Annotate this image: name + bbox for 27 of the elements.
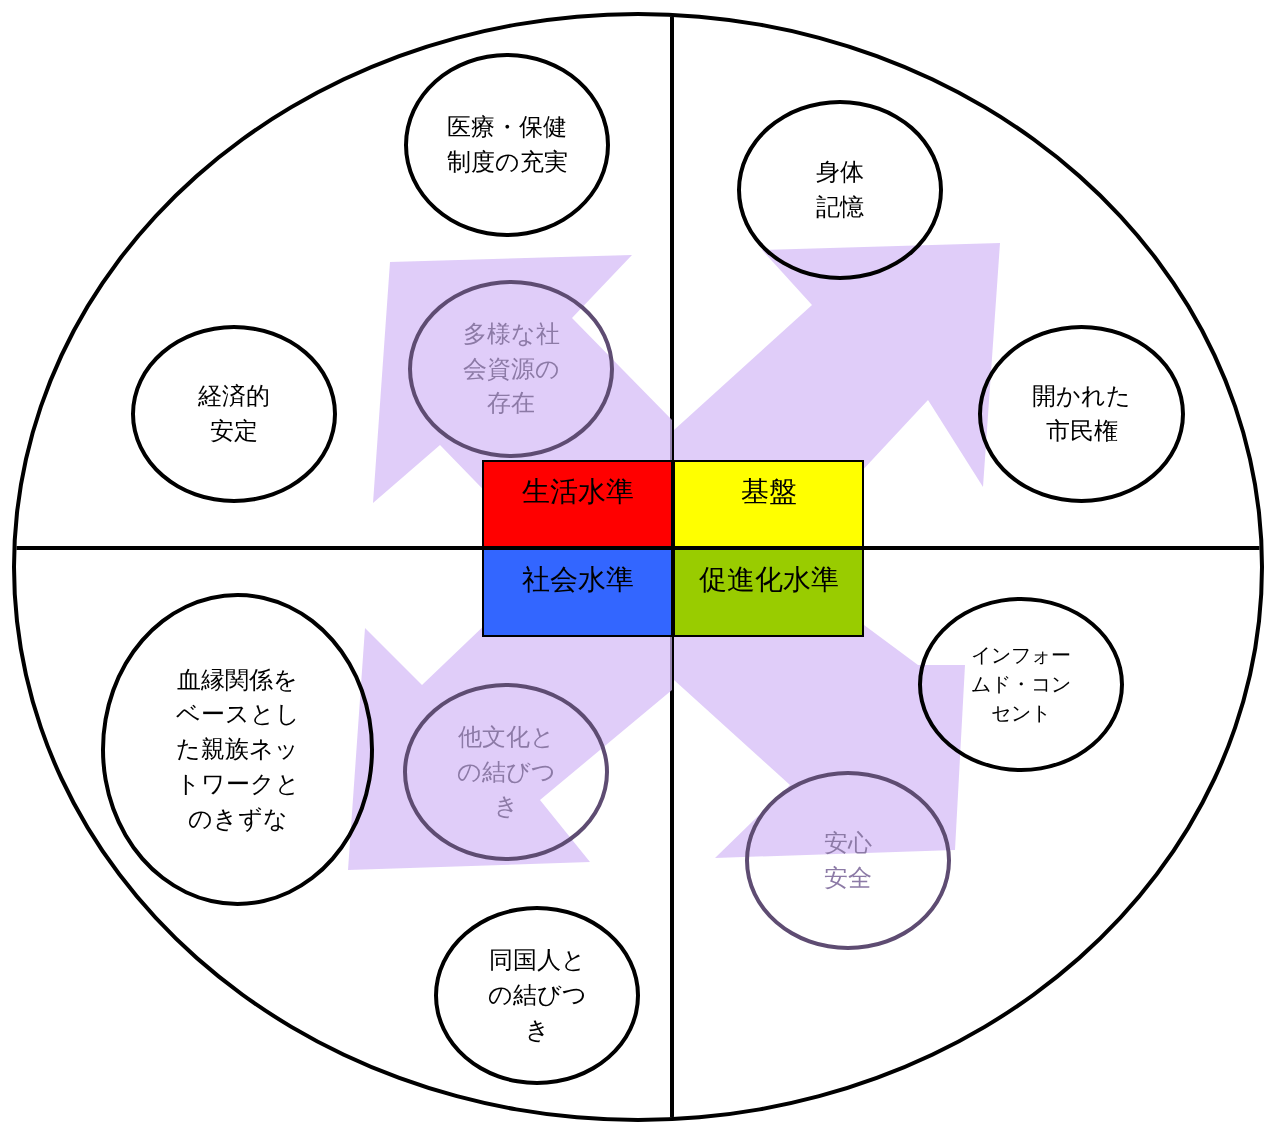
node-label: インフォームド・コンセント <box>970 642 1072 727</box>
node-label: 他文化との結びつき <box>456 721 556 823</box>
concept-circle <box>434 906 640 1085</box>
node-label: 医療・保健制度の充実 <box>445 112 569 178</box>
concept-circle <box>131 325 337 503</box>
node-label: 多様な社会資源の存在 <box>461 318 561 420</box>
concept-circle <box>737 100 943 280</box>
level-box <box>673 548 864 637</box>
concept-circle <box>978 325 1185 503</box>
level-box <box>482 460 673 548</box>
node-label: 安心安全 <box>823 827 873 894</box>
node-label: 社会水準 <box>521 562 634 597</box>
node-label: 経済的安定 <box>197 381 271 447</box>
node-label: 開かれた市民権 <box>1031 381 1132 447</box>
node-label: 生活水準 <box>521 474 634 509</box>
node-label: 血縁関係をベースとした親族ネットワークとのきずな <box>175 664 300 835</box>
concept-circle <box>918 597 1124 772</box>
concept-circle <box>745 771 951 950</box>
node-label: 基盤 <box>740 474 797 509</box>
level-box <box>673 460 864 548</box>
concept-circle <box>404 53 610 237</box>
level-box <box>482 548 673 637</box>
node-label: 促進化水準 <box>698 562 839 597</box>
concept-circle <box>403 683 609 861</box>
node-label: 同国人との結びつき <box>486 945 588 1046</box>
concept-circle <box>101 593 374 906</box>
node-label: 身体記憶 <box>815 157 865 223</box>
